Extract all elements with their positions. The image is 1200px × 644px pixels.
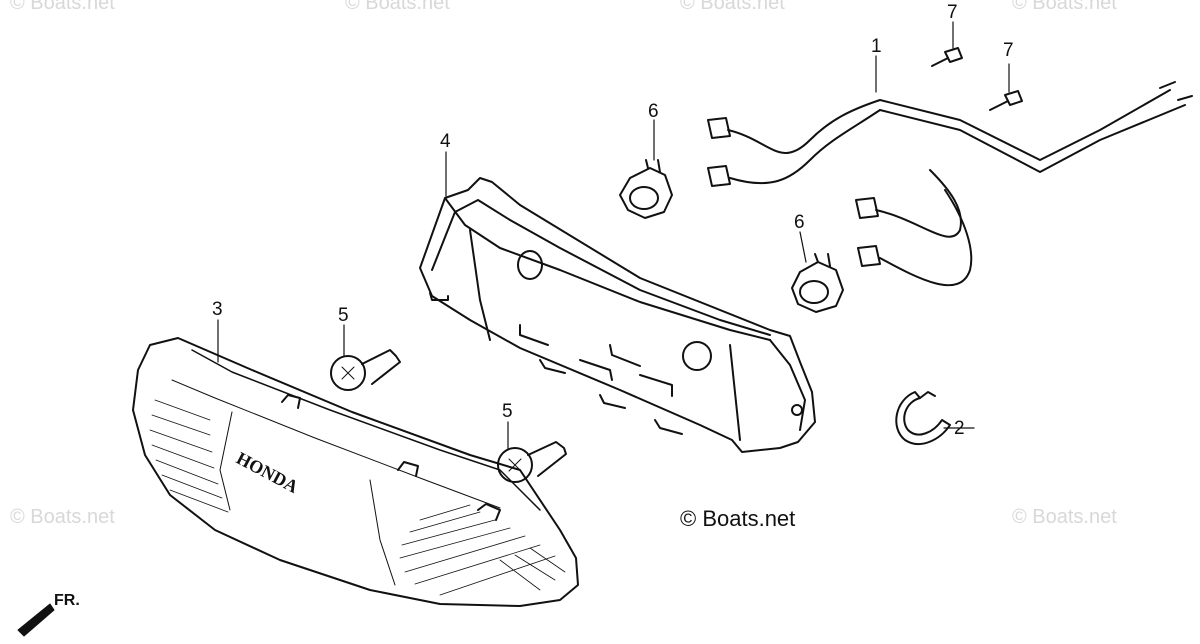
watermark-top-left: © Boats.net — [10, 0, 115, 14]
callout-5b: 5 — [502, 401, 513, 422]
callout-5a: 5 — [338, 305, 349, 326]
lens-part-3: HONDA — [132, 337, 579, 607]
callout-4: 4 — [440, 131, 451, 152]
watermark-bottom-left: © Boats.net — [10, 506, 115, 528]
harness-part-1 — [707, 81, 1193, 287]
watermark-bottom-right: © Boats.net — [1012, 506, 1117, 528]
bulb-part-5a — [330, 349, 401, 391]
callout-3: 3 — [212, 299, 223, 320]
screw-part-7b — [989, 90, 1023, 111]
watermark-top-right: © Boats.net — [1012, 0, 1117, 14]
callout-1: 1 — [871, 36, 882, 57]
callout-6a: 6 — [648, 101, 659, 122]
callout-2: 2 — [954, 418, 965, 439]
direction-label: FR. — [54, 592, 80, 609]
screw-part-7a — [931, 47, 963, 67]
watermark-main: © Boats.net — [680, 506, 796, 531]
base-part-4 — [419, 177, 816, 453]
callout-7a: 7 — [947, 2, 958, 23]
socket-part-6b — [791, 253, 844, 313]
watermark-top-center-left: © Boats.net — [345, 0, 450, 14]
clip-part-2 — [895, 391, 951, 445]
socket-part-6a — [619, 159, 673, 219]
bulb-part-5b — [497, 441, 567, 483]
callout-7b: 7 — [1003, 40, 1014, 61]
watermark-top-center-right: © Boats.net — [680, 0, 785, 14]
leader-lines — [217, 21, 1010, 449]
fr-arrow-icon — [17, 603, 55, 637]
callout-6b: 6 — [794, 212, 805, 233]
lens-brand-text: HONDA — [233, 448, 302, 497]
